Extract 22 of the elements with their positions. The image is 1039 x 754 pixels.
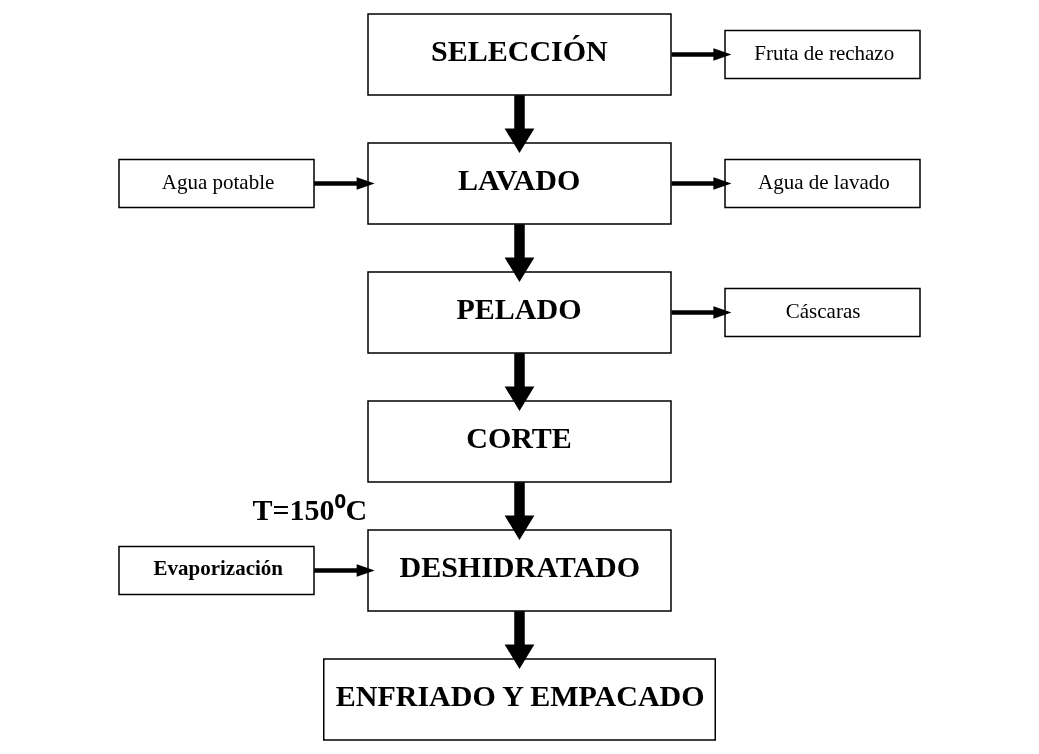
arrow [504, 224, 535, 282]
node-box: Fruta de rechazo [724, 29, 921, 80]
arrow [314, 177, 375, 190]
node-label: T=150⁰C [252, 492, 368, 526]
node-box: ENFRIADO Y EMPACADO [323, 658, 716, 741]
node-box: DESHIDRATADO [367, 529, 672, 612]
arrow [671, 48, 732, 61]
arrow [504, 611, 535, 669]
node-box: Cáscaras [724, 287, 921, 338]
node-box: LAVADO [367, 142, 672, 225]
arrow [504, 482, 535, 540]
node-box: Agua potable [118, 158, 315, 209]
arrow [671, 306, 732, 319]
node-box: Agua de lavado [724, 158, 921, 209]
arrow [504, 353, 535, 411]
node-box: PELADO [367, 271, 672, 354]
node-box: CORTE [367, 400, 672, 483]
node-box: Evaporización [118, 545, 315, 596]
arrow [314, 564, 375, 577]
node-box: SELECCIÓN [367, 13, 672, 96]
arrow [504, 95, 535, 153]
arrow [671, 177, 732, 190]
